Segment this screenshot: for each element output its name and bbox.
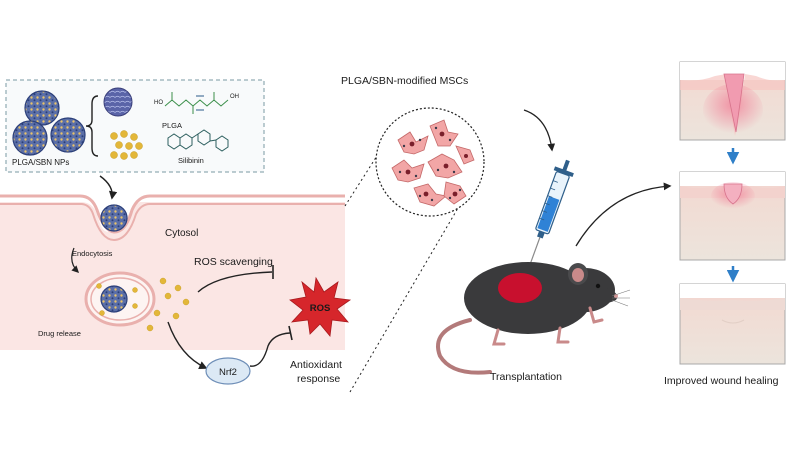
arrow-to-nrf2 bbox=[167, 321, 208, 369]
zoom-line-bottom bbox=[349, 207, 459, 393]
improved-healing-label: Improved wound healing bbox=[664, 375, 779, 387]
nanoparticle-1 bbox=[24, 90, 60, 126]
nps-label: PLGA/SBN NPs bbox=[12, 158, 69, 167]
ros-scavenging-label: ROS scavenging bbox=[194, 256, 273, 268]
msc-np-dots bbox=[398, 126, 462, 202]
brace-icon bbox=[85, 95, 99, 157]
nanoparticle-panel: PLGA/SBN NPs HO OH PLGA bbox=[5, 79, 265, 173]
wound-panel-1 bbox=[679, 61, 786, 141]
plga-ho-text: HO bbox=[154, 100, 163, 106]
syringe-icon bbox=[528, 159, 574, 268]
nanoparticle-endocytosis bbox=[100, 204, 128, 232]
silibinin-label: Silibinin bbox=[178, 156, 204, 165]
nrf2-label: Nrf2 bbox=[219, 367, 237, 378]
nrf2-inhibit-line bbox=[249, 332, 291, 367]
inhibit-line bbox=[197, 271, 273, 293]
endocytosis-label: Endocytosis bbox=[72, 249, 113, 258]
cytosol-label: Cytosol bbox=[165, 228, 198, 239]
nrf2-node bbox=[205, 357, 251, 385]
arrow-endocytosis bbox=[71, 247, 80, 274]
healed-scar bbox=[721, 319, 745, 324]
silibinin-structure-icon bbox=[167, 129, 229, 152]
silibinin-dots bbox=[110, 130, 143, 160]
mouse-tail bbox=[436, 318, 492, 375]
wound-gap-deep bbox=[723, 73, 745, 133]
nrf2-inhibit-bar bbox=[288, 325, 293, 341]
wound-site bbox=[498, 273, 542, 303]
ros-burst-icon bbox=[289, 276, 352, 337]
ros-label: ROS bbox=[310, 303, 331, 314]
plga-sphere bbox=[103, 87, 133, 117]
wound-panel-2 bbox=[679, 171, 786, 261]
wound-gap-shallow bbox=[723, 183, 743, 205]
plga-structure-icon bbox=[164, 92, 229, 114]
arrow-to-healing bbox=[575, 182, 672, 247]
msc-nuclei bbox=[405, 131, 468, 197]
nanoparticle-3 bbox=[50, 117, 86, 153]
wound-panel-3 bbox=[679, 283, 786, 365]
mouse-illustration bbox=[436, 262, 631, 375]
transplantation-label: Transplantation bbox=[490, 371, 562, 383]
arrow-to-cell bbox=[99, 175, 118, 200]
antioxidant-label-line2: response bbox=[297, 373, 340, 385]
antioxidant-label-line1: Antioxidant bbox=[290, 359, 342, 371]
endosome bbox=[84, 271, 156, 327]
released-drug-dots bbox=[146, 277, 190, 332]
plga-oh-text: OH bbox=[230, 94, 239, 100]
msc-title: PLGA/SBN-modified MSCs bbox=[341, 75, 468, 87]
plga-label: PLGA bbox=[162, 121, 182, 130]
nanoparticle-2 bbox=[12, 120, 48, 156]
drug-release-label: Drug release bbox=[38, 329, 81, 338]
msc-zoom-circle bbox=[375, 107, 485, 217]
mouse-eye bbox=[595, 283, 601, 289]
zoom-line-top bbox=[344, 125, 397, 207]
cytosol-region bbox=[0, 194, 345, 350]
nanoparticle-in-endosome bbox=[100, 285, 128, 313]
arrow-to-syringe bbox=[523, 109, 556, 152]
